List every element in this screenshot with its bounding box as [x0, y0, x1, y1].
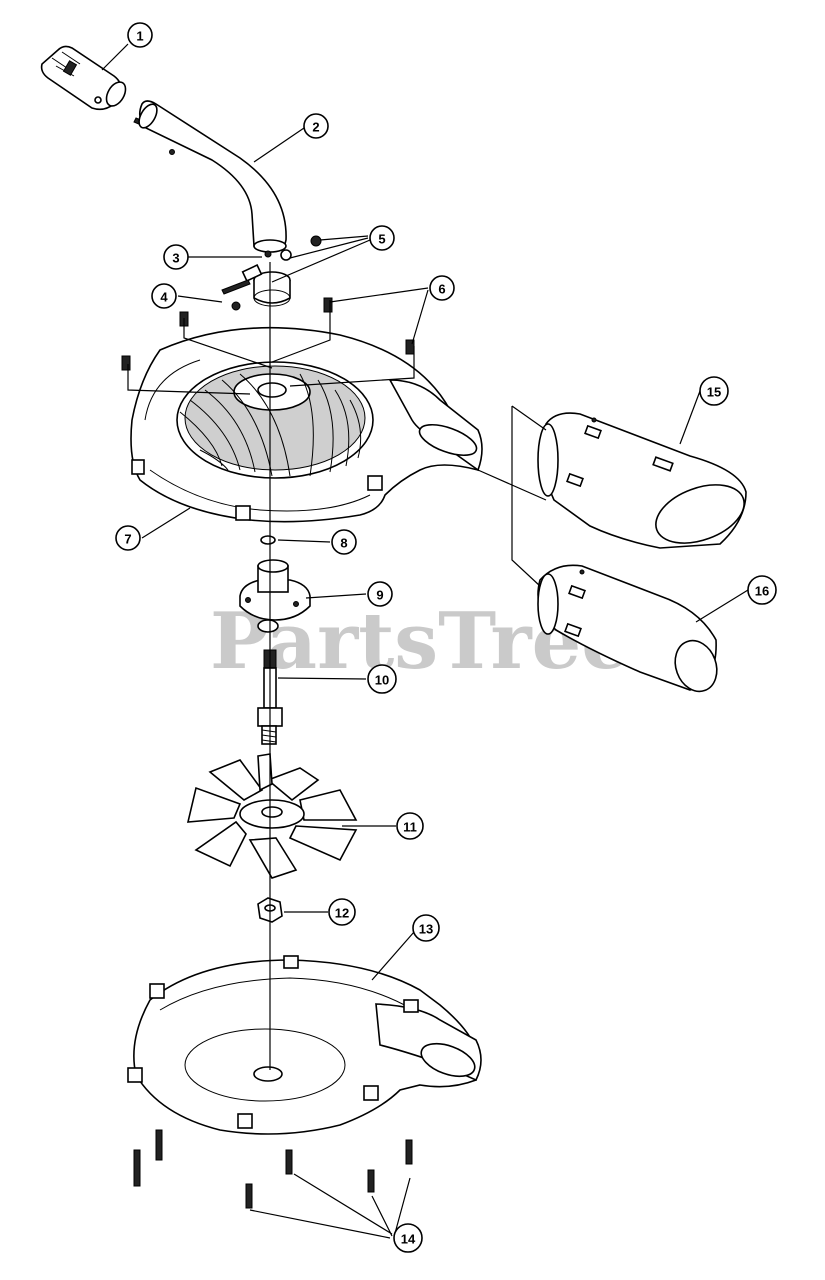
part-handle-grip: [40, 45, 127, 111]
callout-10-label: 10: [375, 673, 389, 688]
callout-9[interactable]: 9: [367, 581, 393, 607]
callout-6[interactable]: 6: [429, 275, 455, 301]
callout-7[interactable]: 7: [115, 525, 141, 551]
callout-1-label: 1: [136, 29, 143, 44]
callout-15-label: 15: [707, 385, 721, 400]
part-tube-clamp: [221, 235, 322, 311]
callout-8[interactable]: 8: [331, 529, 357, 555]
callout-13-label: 13: [419, 922, 433, 937]
part-o-ring: [260, 535, 276, 545]
callout-11[interactable]: 11: [396, 812, 424, 840]
part-impeller: [186, 753, 358, 879]
callout-3-label: 3: [172, 251, 179, 266]
callout-14[interactable]: 14: [393, 1223, 423, 1253]
callout-7-label: 7: [124, 532, 131, 547]
callout-2[interactable]: 2: [303, 113, 329, 139]
callout-4-label: 4: [160, 290, 168, 305]
callout-3[interactable]: 3: [163, 244, 189, 270]
callout-5-label: 5: [378, 232, 385, 247]
callout-15[interactable]: 15: [699, 376, 729, 406]
callout-14-label: 14: [401, 1232, 416, 1247]
callout-10[interactable]: 10: [367, 664, 397, 694]
callout-16[interactable]: 16: [747, 575, 777, 605]
part-bent-tube: [138, 100, 287, 258]
callout-9-label: 9: [376, 588, 383, 603]
callout-13[interactable]: 13: [412, 914, 440, 942]
callout-8-label: 8: [340, 536, 347, 551]
callout-16-label: 16: [755, 584, 769, 599]
part-round-nozzle: [537, 564, 718, 693]
callout-12[interactable]: 12: [328, 898, 356, 926]
callout-1[interactable]: 1: [127, 22, 153, 48]
part-bearing-housing: [239, 559, 311, 633]
part-upper-housing: [130, 326, 483, 523]
part-oval-nozzle: [537, 412, 747, 549]
callout-5[interactable]: 5: [369, 225, 395, 251]
part-lower-housing: [127, 955, 482, 1135]
part-housing-bolts: [133, 1129, 413, 1209]
callout-12-label: 12: [335, 906, 349, 921]
leader-lines: [101, 43, 749, 1239]
callout-2-label: 2: [312, 120, 319, 135]
callout-11-label: 11: [403, 820, 417, 835]
callout-4[interactable]: 4: [151, 283, 177, 309]
callout-6-label: 6: [438, 282, 445, 297]
